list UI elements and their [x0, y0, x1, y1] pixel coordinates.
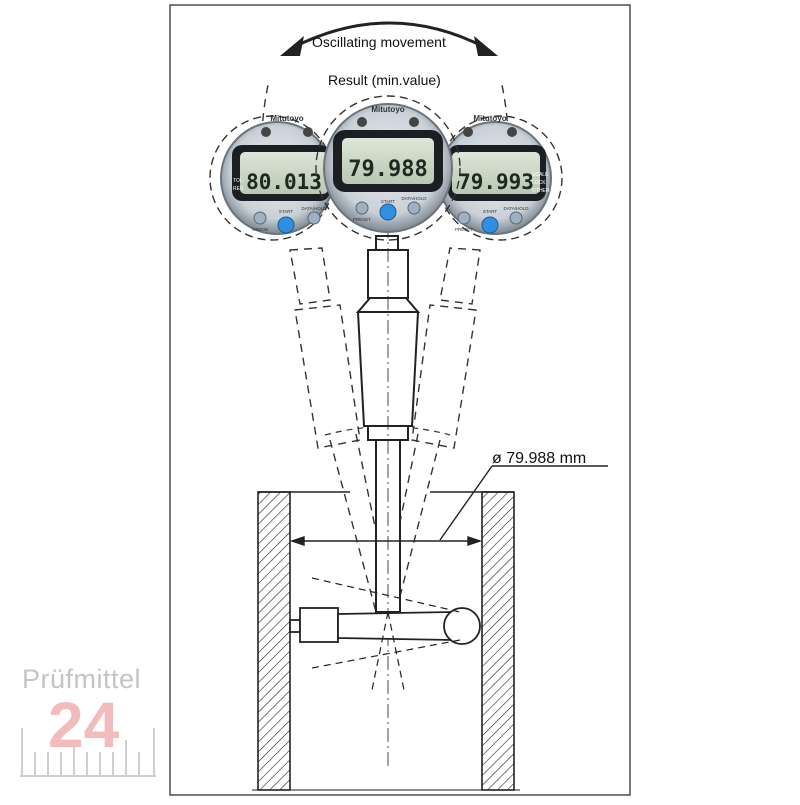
dial-right-btn-3: DATA/HOLD — [503, 206, 529, 211]
dial-center-btn-3: DATA/HOLD — [401, 196, 427, 201]
movement-label: Oscillating movement — [312, 34, 446, 50]
figure-frame — [169, 4, 631, 796]
oscillation-arrow — [291, 21, 487, 50]
dial-left-brand: Mitutoyo — [270, 114, 303, 123]
dial-left-side-label-1: TOL — [233, 178, 243, 184]
watermark-word: Prüfmittel — [22, 664, 142, 694]
dial-right-brand: Mitutoyo — [473, 114, 506, 123]
dial-center — [315, 95, 461, 241]
dial-right-side-label-1: SCALE — [532, 172, 549, 178]
measuring-head — [289, 577, 481, 691]
dial-left-reading: 80.013 — [246, 170, 322, 194]
diameter-label: ø 79.988 mm — [492, 450, 587, 467]
dial-left-side-label-2: RES — [233, 186, 244, 192]
dial-right-side-label-3: OTHER — [532, 188, 550, 194]
dial-center-btn-1: PRESET — [353, 217, 371, 222]
dial-center-btn-2: START — [381, 199, 396, 204]
dial-right-reading: 79.993 — [458, 170, 534, 194]
dial-left-btn-1: ORIGIN — [252, 227, 268, 232]
dial-left-btn-2: START — [279, 209, 294, 214]
dial-center-reading: 79.988 — [348, 157, 427, 182]
dial-left-btn-3: DATA/HOLD — [301, 206, 327, 211]
ruler-watermark-icon — [20, 728, 156, 777]
arrow-head-right-icon — [474, 36, 498, 56]
cylinder-bore — [252, 491, 520, 791]
dial-right — [437, 115, 563, 241]
dial-center-brand: Mitutoyo — [371, 105, 404, 114]
dial-right-btn-2: START — [483, 209, 498, 214]
arrow-head-left-icon — [280, 36, 304, 56]
watermark-number: 24 — [48, 689, 120, 761]
bore-gauge-center — [355, 200, 421, 770]
swing-arc — [324, 425, 451, 436]
dial-left — [209, 115, 335, 241]
dial-right-side-label-2: LOCK — [532, 180, 546, 186]
result-label: Result (min.value) — [328, 72, 441, 88]
dial-right-btn-1: PRESET — [455, 227, 473, 232]
diameter-dimension — [289, 465, 608, 546]
